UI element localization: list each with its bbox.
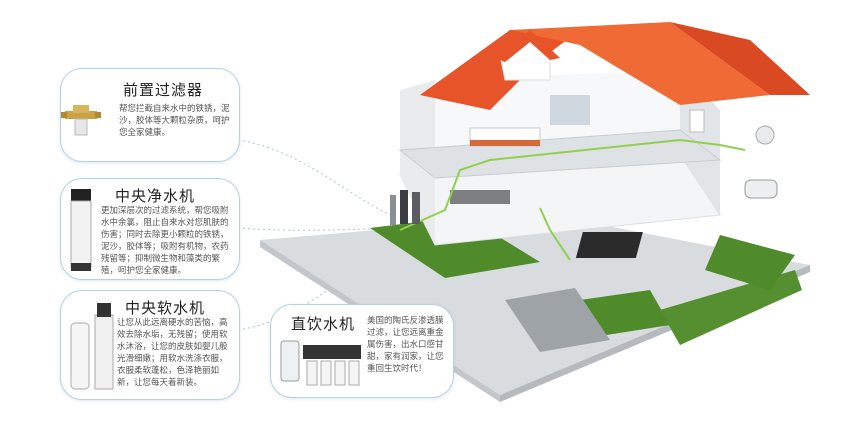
direct-drinking-desc: 美国的陶氏反渗透膜过滤，让您远离重金属伤害，出水口感甘甜，家有润家，让您重回生饮… xyxy=(367,316,444,374)
water-pipe xyxy=(399,138,746,231)
prefilter-product-icon xyxy=(59,97,103,141)
washing-machine xyxy=(755,125,775,145)
dining-table xyxy=(575,232,643,258)
central-purifier-title: 中央净水机 xyxy=(115,187,196,205)
grass-left xyxy=(370,216,540,278)
direct-drinking-title: 直饮水机 xyxy=(291,315,356,333)
kitchen-counter xyxy=(450,190,510,204)
central-softener-product-icon xyxy=(67,295,119,395)
central-purifier-desc: 更加深层次的过滤系统，帮您吸附水中余氯，阻止自来水对您肌肤的伤害；同时去除更小颗… xyxy=(101,206,229,276)
prefilter-title: 前置过滤器 xyxy=(123,81,204,99)
walkway xyxy=(505,288,610,352)
equipment-softener xyxy=(412,192,420,224)
bedroom-bed-accent xyxy=(470,140,540,146)
card-central-softener: 中央软水机 让您从此远离硬水的苦恼，高效去除水垢，无残留；使用软水沐浴，让您的皮… xyxy=(60,290,240,400)
direct-drinking-product-icon xyxy=(277,335,367,393)
grass-right xyxy=(705,235,795,290)
equipment-filter xyxy=(390,195,396,225)
roof-right xyxy=(670,22,810,95)
card-prefilter: 前置过滤器 帮您拦截自来水中的铁锈，泥沙，胶体等大颗粒杂质，呵护您全家健康。 xyxy=(60,68,240,162)
bath-fixture xyxy=(689,109,705,133)
card-central-purifier: 中央净水机 更加深层次的过滤系统，帮您吸附水中余氯，阻止自来水对您肌肤的伤害；同… xyxy=(60,178,240,280)
second-floor-slab xyxy=(398,129,722,179)
upstairs-window xyxy=(550,95,590,125)
equipment-purifier xyxy=(400,190,408,224)
card-direct-drinking: 直饮水机 美国的陶氏反渗透膜过滤，让您远离重金属伤害，出水口感甘甜，家有润家，让… xyxy=(270,304,454,398)
water-pipe-branch xyxy=(539,207,571,261)
grass-front-left xyxy=(580,290,670,336)
roof-main xyxy=(510,22,770,105)
car xyxy=(744,179,778,199)
prefilter-desc: 帮您拦截自来水中的铁锈，泥沙，胶体等大颗粒杂质，呵护您全家健康。 xyxy=(119,104,230,138)
roof-dormer-cap xyxy=(495,30,560,62)
central-softener-title: 中央软水机 xyxy=(125,299,206,317)
central-purifier-product-icon xyxy=(65,185,97,275)
central-softener-desc: 让您从此远离硬水的苦恼，高效去除水垢，无残留；使用软水沐浴，让您的皮肤如婴儿般光… xyxy=(117,318,228,388)
